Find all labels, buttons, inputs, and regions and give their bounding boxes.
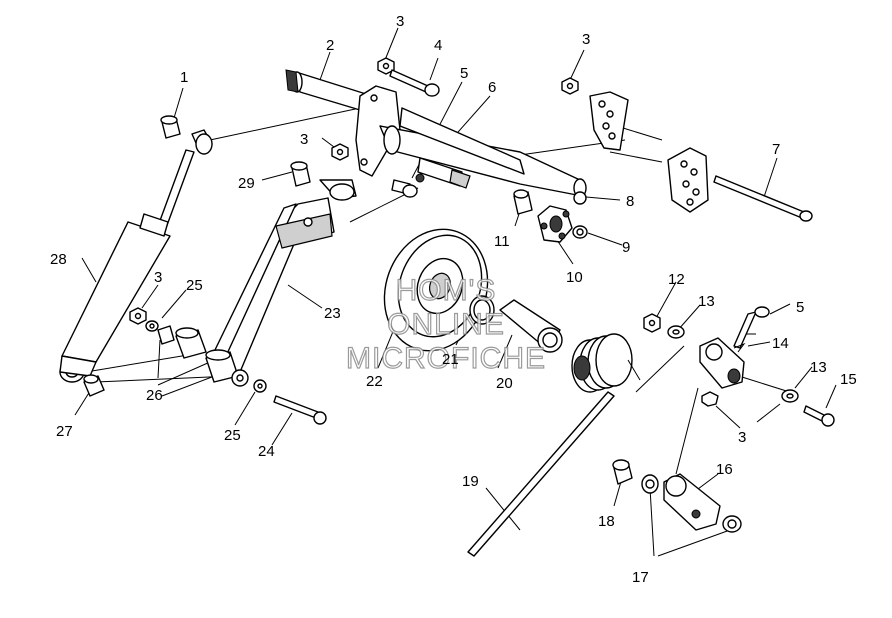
nut-3-left [129, 307, 147, 325]
nut-12 [643, 313, 661, 333]
hub-10 [537, 205, 573, 243]
callout-11: 11 [494, 233, 510, 250]
callout-5-lower: 5 [796, 299, 804, 316]
shock-28 [59, 129, 213, 383]
callout-3-left: 3 [154, 269, 162, 286]
callout-3-right: 3 [582, 31, 590, 48]
callout-13-lower: 13 [810, 359, 827, 376]
washer-25-small [253, 379, 267, 393]
sleeve-20 [499, 299, 563, 353]
callout-19: 19 [462, 473, 479, 490]
callout-6: 6 [488, 79, 496, 96]
callout-9: 9 [622, 239, 630, 256]
washer-25-upper [145, 320, 159, 332]
adjuster-16 [663, 473, 721, 531]
callout-labels: 1 2 3 4 3 5 6 3 29 7 8 11 9 10 28 3 25 2… [50, 13, 857, 586]
callout-20: 20 [496, 375, 513, 392]
spacer-8 [573, 191, 587, 205]
callout-28: 28 [50, 251, 67, 268]
fitting-6 [415, 173, 425, 183]
callout-14: 14 [772, 335, 789, 352]
callout-7: 7 [772, 141, 780, 158]
watermark-line-2: ONLINE [387, 308, 505, 341]
idler-wheel-22 [383, 228, 489, 352]
callout-29: 29 [238, 175, 255, 192]
callout-23: 23 [324, 305, 341, 322]
callout-12: 12 [668, 271, 685, 288]
spring-arm-block [699, 337, 745, 389]
clip-14 [733, 342, 746, 353]
bolt-4 [389, 69, 440, 97]
callout-8: 8 [626, 193, 634, 210]
rail-bracket-right [667, 147, 709, 213]
callout-10: 10 [566, 269, 583, 286]
watermark-line-1: HOM'S [396, 274, 497, 307]
callout-26: 26 [146, 387, 163, 404]
rail-bracket-left [589, 91, 629, 151]
washer-17-left [641, 474, 659, 494]
callout-3-lower: 3 [738, 429, 746, 446]
watermark-line-3: MICROFICHE [346, 342, 546, 375]
callout-13-upper: 13 [698, 293, 715, 310]
bushing-18 [612, 459, 633, 485]
callout-1: 1 [180, 69, 188, 86]
callout-3-top: 3 [396, 13, 404, 30]
callout-2: 2 [326, 37, 334, 54]
callout-3-mid: 3 [300, 131, 308, 148]
callout-4: 4 [434, 37, 442, 54]
bushing-1 [160, 115, 181, 139]
nut-3-right [561, 77, 579, 95]
bushing-27 [83, 374, 105, 397]
bushing-29 [290, 161, 311, 187]
nut-3-lower [701, 391, 719, 407]
bolt-24 [273, 395, 327, 425]
rear-arm-23 [213, 179, 357, 373]
bushing-26-small [157, 325, 175, 345]
bushing-11 [513, 189, 533, 215]
torsion-spring [571, 333, 641, 393]
callout-18: 18 [598, 513, 615, 530]
washer-17-right [722, 515, 742, 533]
callout-16: 16 [716, 461, 733, 478]
callout-24: 24 [258, 443, 275, 460]
bushing-26-upper [175, 327, 207, 359]
callout-15: 15 [840, 371, 857, 388]
torque-arm-front [285, 69, 587, 198]
washer-13-lower [781, 389, 799, 403]
washer-9 [572, 225, 588, 239]
callout-25-lower: 25 [224, 427, 241, 444]
bolt-15 [803, 405, 835, 427]
callout-22: 22 [366, 373, 383, 390]
washer-25-lower [231, 369, 249, 387]
spring-rod-19 [467, 391, 615, 557]
callout-27: 27 [56, 423, 73, 440]
o-ring-21 [469, 295, 495, 325]
callout-21: 21 [442, 351, 459, 368]
callout-25-upper: 25 [186, 277, 203, 294]
callout-17: 17 [632, 569, 649, 586]
callout-5-upper: 5 [460, 65, 468, 82]
bolt-7 [713, 175, 813, 222]
nut-3-top [377, 57, 395, 75]
nut-3-mid [331, 143, 349, 161]
bushing-26-lower [205, 349, 239, 383]
bolt-5-lower [733, 306, 770, 349]
washer-13-upper [667, 325, 685, 339]
bolt-5-upper [391, 179, 418, 198]
watermark: HOM'S ONLINE MICROFICHE [345, 273, 546, 375]
